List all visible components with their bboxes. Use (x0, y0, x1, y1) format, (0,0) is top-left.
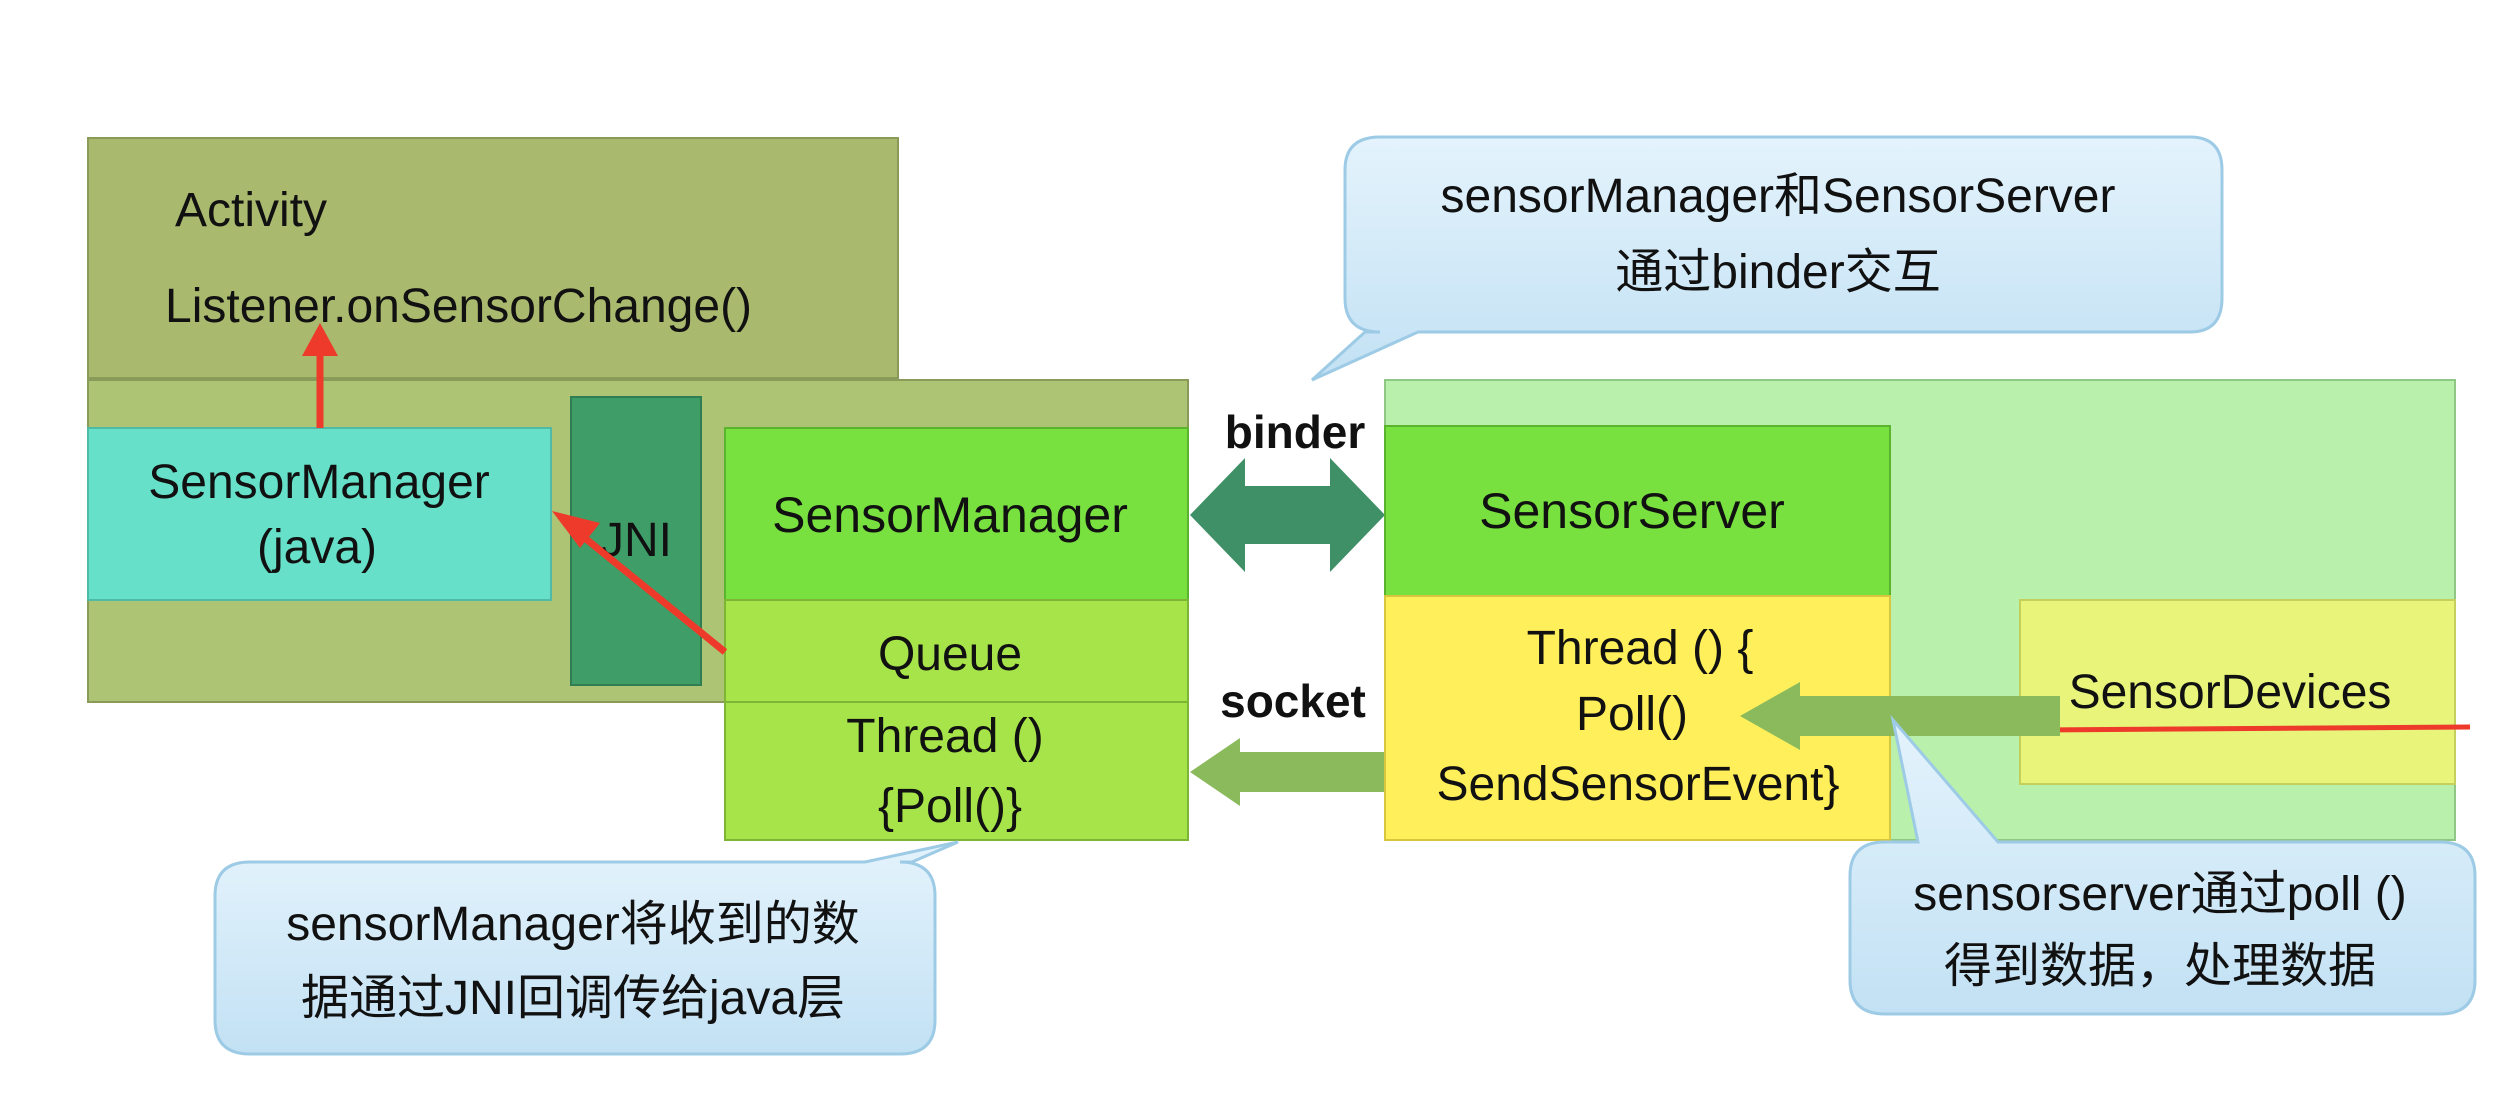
binder-callout-line2: 通过binder交互 (1615, 246, 1940, 299)
binder-double-arrow (1190, 458, 1385, 572)
java-sensor-manager-box (87, 427, 552, 601)
poll-callout: sensorserver通过poll () 得到数据，处理数据 (1848, 714, 2477, 1016)
poll-callout-line1: sensorserver通过poll () (1913, 868, 2406, 921)
server-poll-label: Poll() (1576, 688, 1688, 741)
client-thread-box (724, 701, 1189, 841)
listener-label: Listener.onSensorChange() (165, 280, 752, 333)
poll-callout-line2: 得到数据，处理数据 (1944, 940, 2376, 993)
sensor-devices-box (2019, 599, 2456, 785)
java-sensor-manager-label: SensorManager (148, 456, 490, 509)
server-thread-label: Thread () { (1527, 622, 1754, 675)
jni-callout-line2: 据通过JNI回调传给java层 (301, 972, 845, 1025)
queue-label: Queue (878, 628, 1022, 681)
listener-callback-arrowhead (302, 323, 338, 356)
socket-label: socket (1220, 675, 1366, 727)
jni-callback-arrowhead (552, 511, 600, 548)
jni-callback-arrow-line (572, 527, 728, 655)
java-sensor-manager-sublabel: (java) (257, 521, 377, 574)
send-sensor-event-label: SendSensorEvent} (1437, 758, 1840, 811)
sensor-server-box (1384, 425, 1891, 597)
poll-arrow (1740, 682, 2060, 750)
jni-callout: sensorManager将收到的数 据通过JNI回调传给java层 (213, 840, 959, 1056)
activity-box (87, 137, 899, 379)
socket-arrow (1190, 738, 1385, 806)
sensor-devices-label: SensorDevices (2069, 666, 2392, 719)
binder-callout: sensorManager和SensorServer 通过binder交互 (1310, 135, 2224, 382)
client-poll-label: {Poll()} (878, 780, 1022, 833)
binder-label: binder (1225, 406, 1366, 458)
jni-callout-line1: sensorManager将收到的数 (286, 898, 860, 951)
activity-label: Activity (175, 184, 327, 237)
sensor-devices-underline (2039, 724, 2471, 733)
binder-callout-line1: sensorManager和SensorServer (1441, 170, 2116, 223)
native-sensor-manager-box (724, 427, 1189, 601)
native-sensor-manager-label: SensorManager (772, 487, 1128, 543)
sensor-server-label: SensorServer (1479, 483, 1785, 539)
client-thread-label: Thread () (846, 710, 1043, 763)
